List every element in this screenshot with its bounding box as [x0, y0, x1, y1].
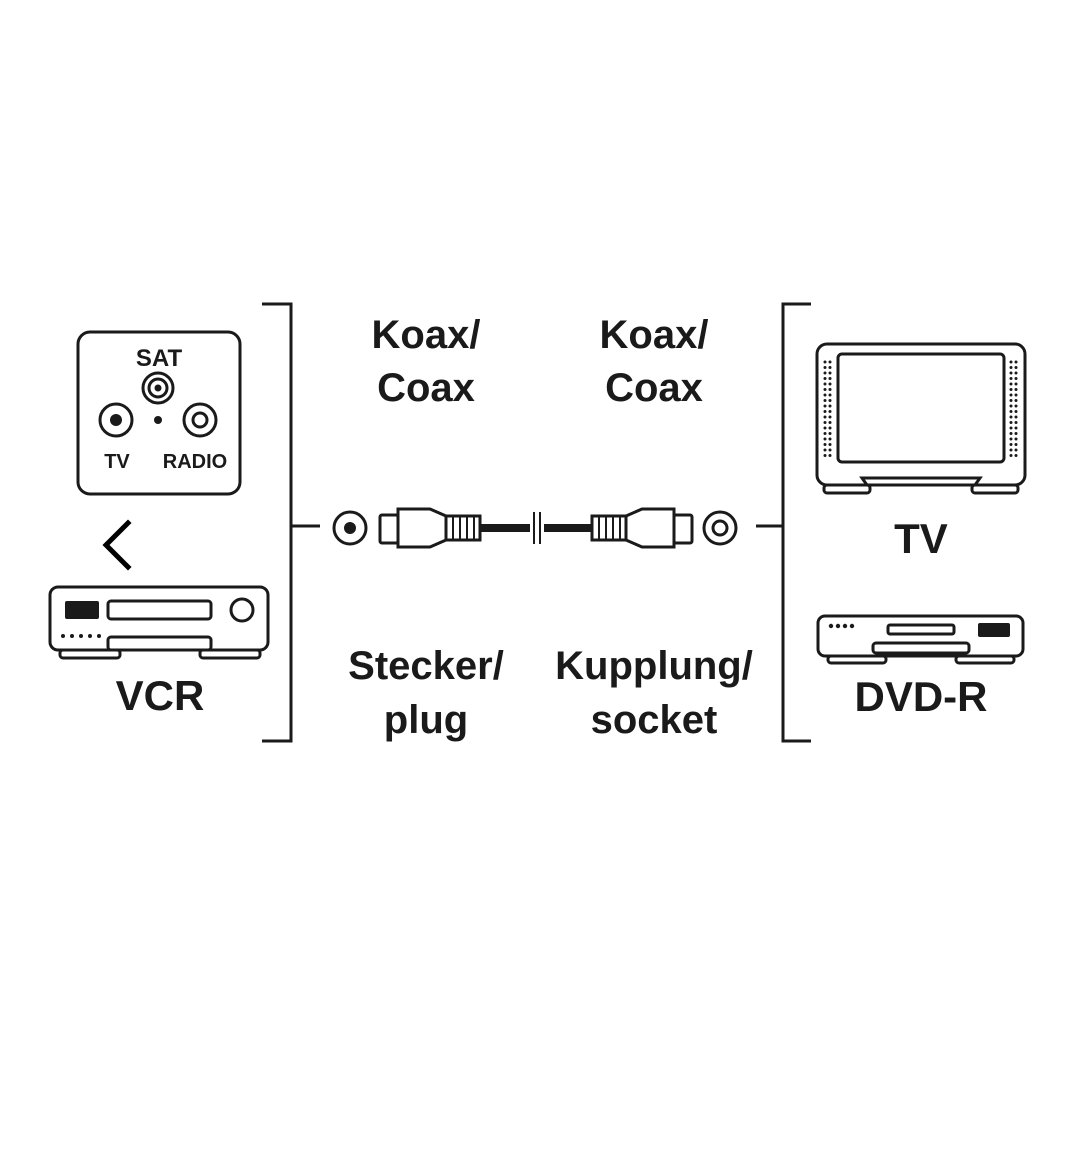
coax-cable-icon: [332, 507, 738, 549]
right-bracket: [781, 302, 811, 743]
tv-socket-label: TV: [104, 451, 130, 473]
plug-label-line1: Stecker/: [348, 644, 504, 688]
dvd-recorder-label: DVD-R: [855, 673, 988, 720]
antenna-wall-plate: SAT TV RADIO: [76, 330, 242, 496]
center-dot: [154, 416, 162, 424]
socket-label-line1: Kupplung/: [555, 644, 753, 688]
back-button[interactable]: [96, 515, 144, 575]
tv-label: TV: [894, 515, 948, 562]
left-connector-label-line1: Koax/: [372, 313, 481, 357]
socket-label-line2: socket: [591, 698, 718, 742]
left-connector-label-line2: Coax: [377, 366, 475, 410]
right-connector-label-line2: Coax: [605, 366, 703, 410]
vcr-label: VCR: [116, 672, 205, 719]
sat-socket-icon: [141, 371, 175, 405]
sat-label: SAT: [136, 345, 183, 372]
plug-label-line2: plug: [384, 698, 468, 742]
vcr-device-icon: [48, 585, 270, 660]
radio-socket-label: RADIO: [163, 451, 227, 473]
right-connector-label-line1: Koax/: [600, 313, 709, 357]
left-bracket: [262, 302, 293, 743]
dvd-recorder-icon: [816, 614, 1025, 665]
chevron-left-icon: [102, 519, 132, 571]
tv-socket-icon: [98, 402, 134, 438]
tv-device-icon: [815, 342, 1027, 495]
radio-socket-icon: [182, 402, 218, 438]
